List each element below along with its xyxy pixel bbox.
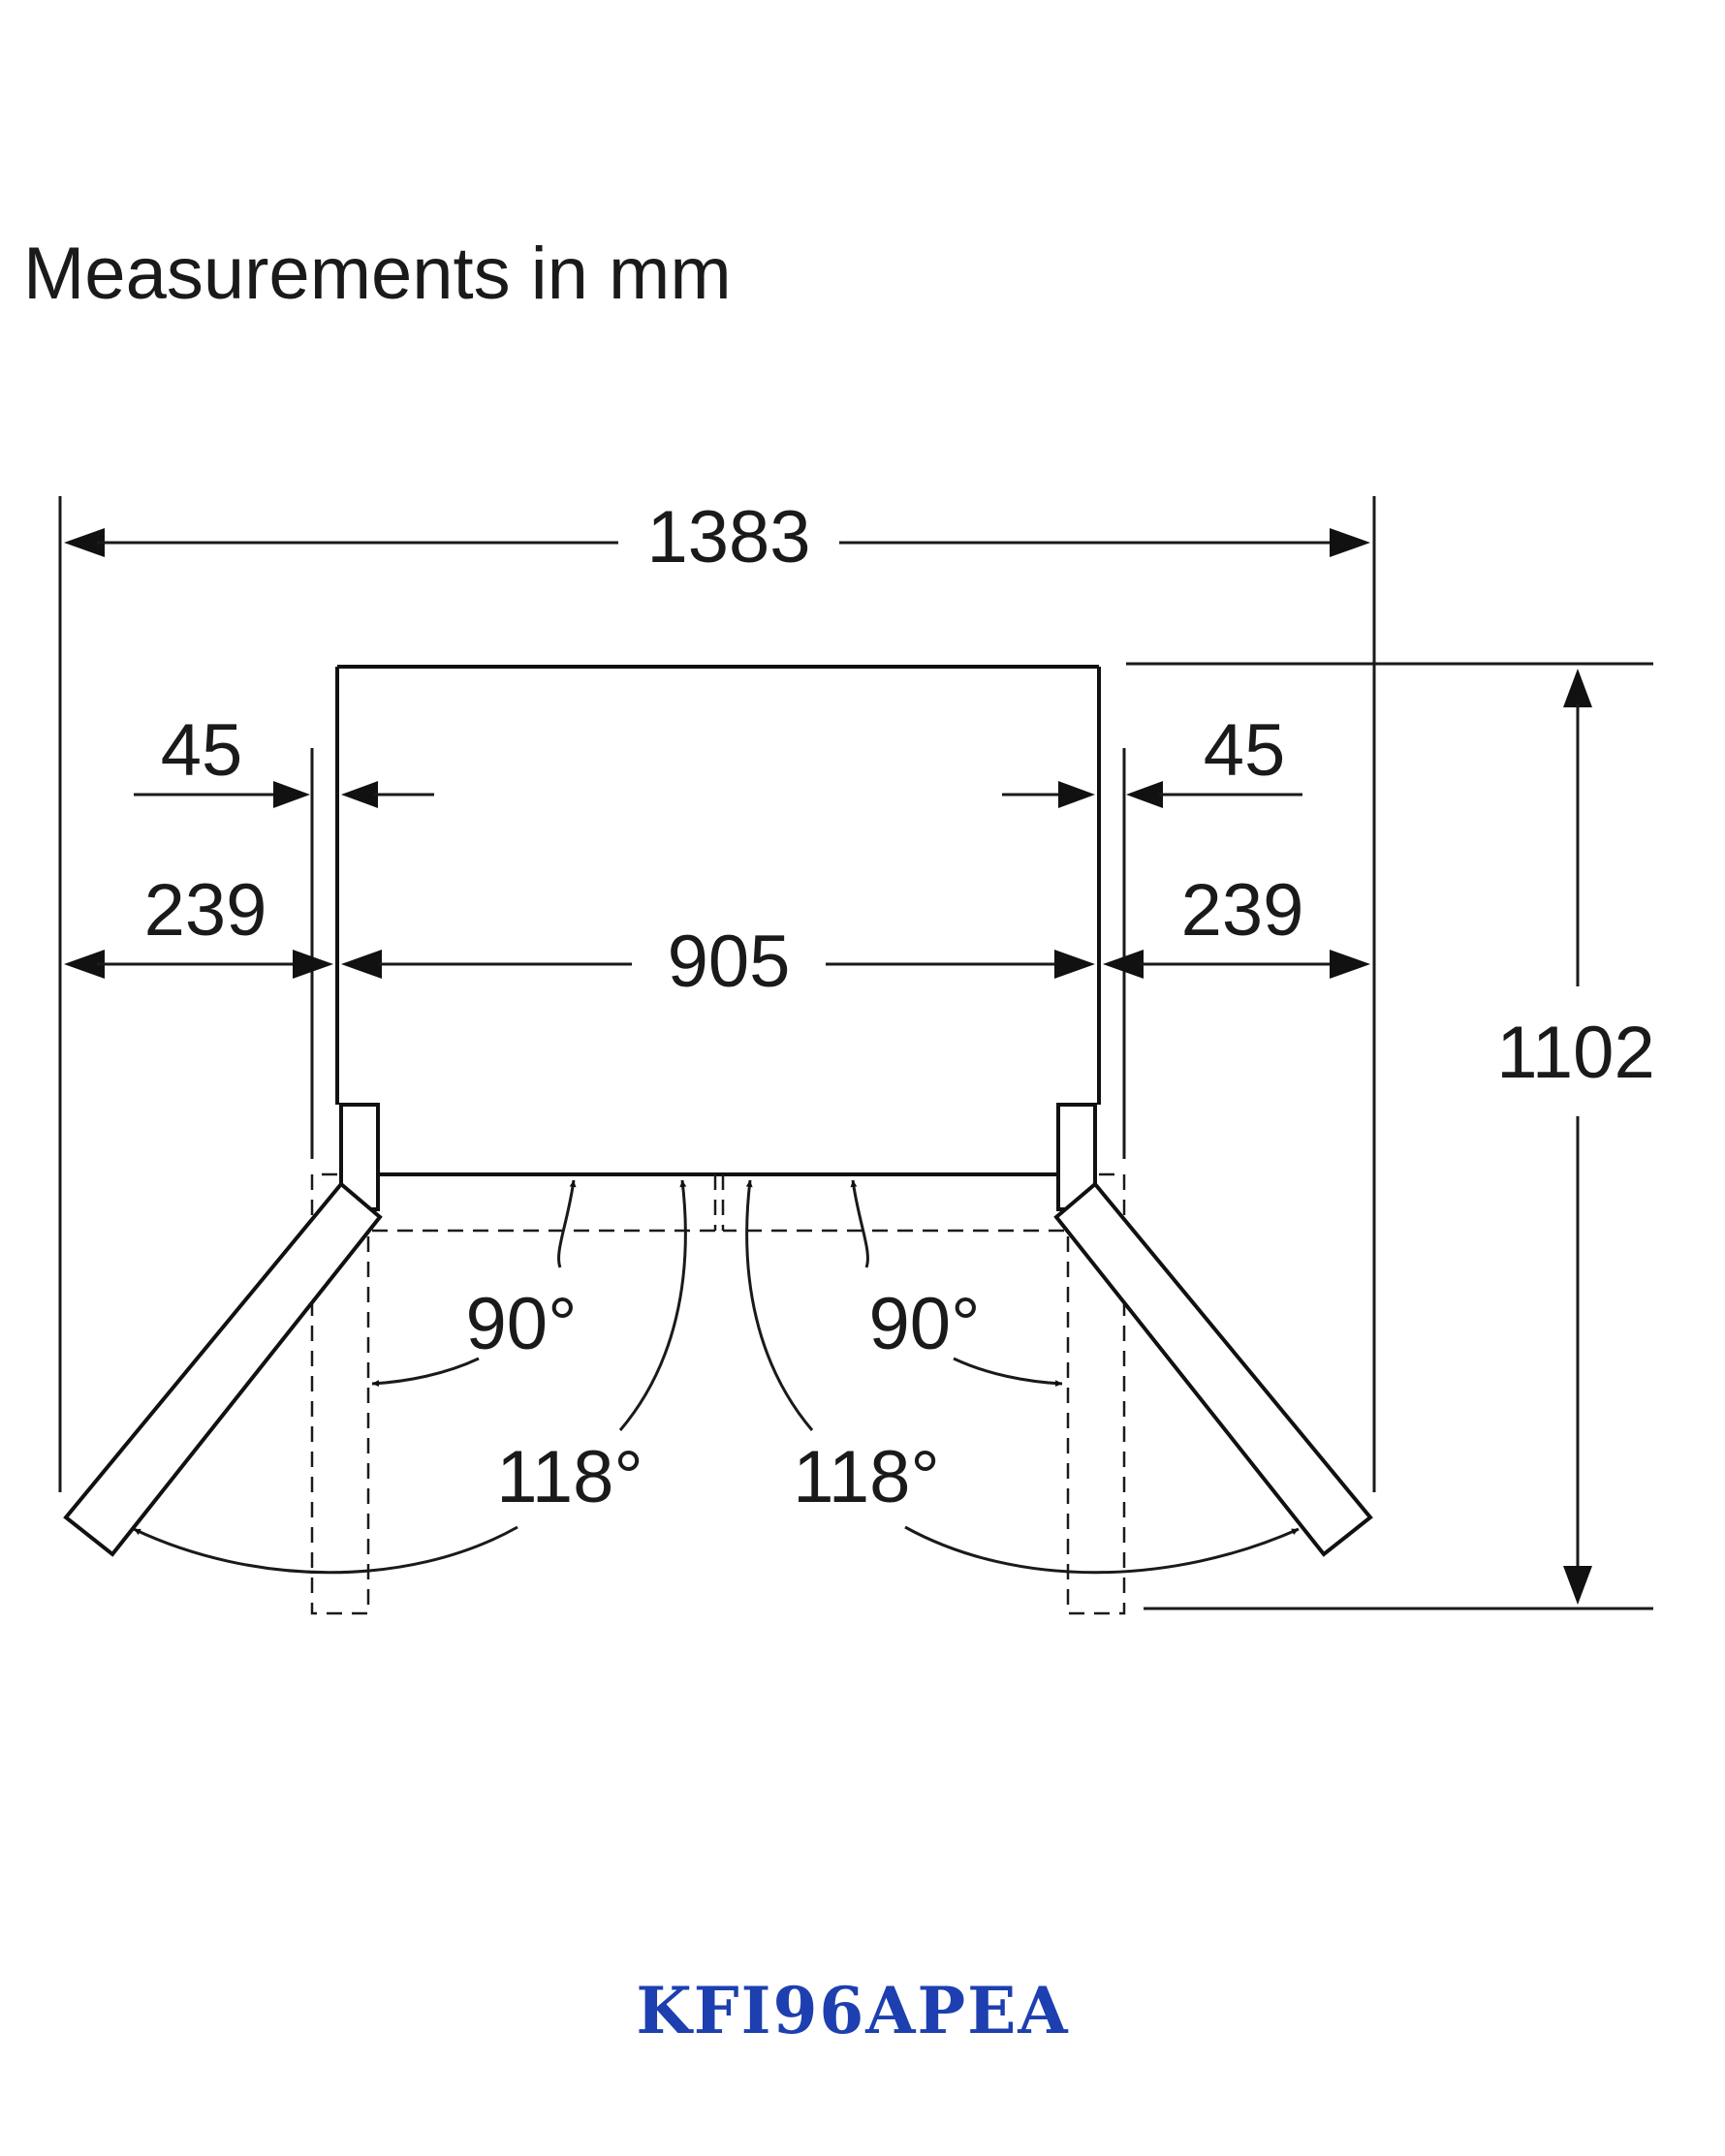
left-118-label: 118° <box>496 1436 643 1518</box>
left-90-label: 90° <box>466 1283 578 1365</box>
page-title: Measurements in mm <box>23 233 732 315</box>
total-width-dimension: 1383 <box>64 496 1370 578</box>
door-swing-outline <box>310 1172 1126 1615</box>
right-offset-label: 45 <box>1204 709 1286 792</box>
depth-label: 1102 <box>1496 1012 1654 1094</box>
cabinet-width-label: 905 <box>668 921 791 1003</box>
left-90-arc <box>372 1180 574 1384</box>
left-side-label: 239 <box>144 869 267 952</box>
left-118-arc-bottom <box>133 1525 518 1575</box>
total-width-label: 1383 <box>646 496 810 578</box>
width-breakdown-dimension: 239 905 239 <box>64 869 1370 1003</box>
right-118-arc-top <box>745 1179 814 1431</box>
right-90-arc <box>853 1180 1062 1384</box>
depth-dimension: 1102 <box>1126 662 1655 1610</box>
left-118-arc-top <box>618 1179 687 1431</box>
model-name: KFI96APEA <box>636 1973 1069 2048</box>
right-side-label: 239 <box>1181 869 1304 952</box>
right-door-open <box>1053 1181 1373 1557</box>
right-118-label: 118° <box>793 1436 940 1518</box>
left-offset-label: 45 <box>161 709 243 792</box>
right-118-arc-bottom <box>904 1525 1300 1575</box>
left-door-open <box>63 1181 383 1557</box>
left-offset-dimension: 45 <box>134 709 434 808</box>
right-offset-dimension: 45 <box>1002 709 1302 808</box>
right-90-label: 90° <box>869 1283 981 1365</box>
